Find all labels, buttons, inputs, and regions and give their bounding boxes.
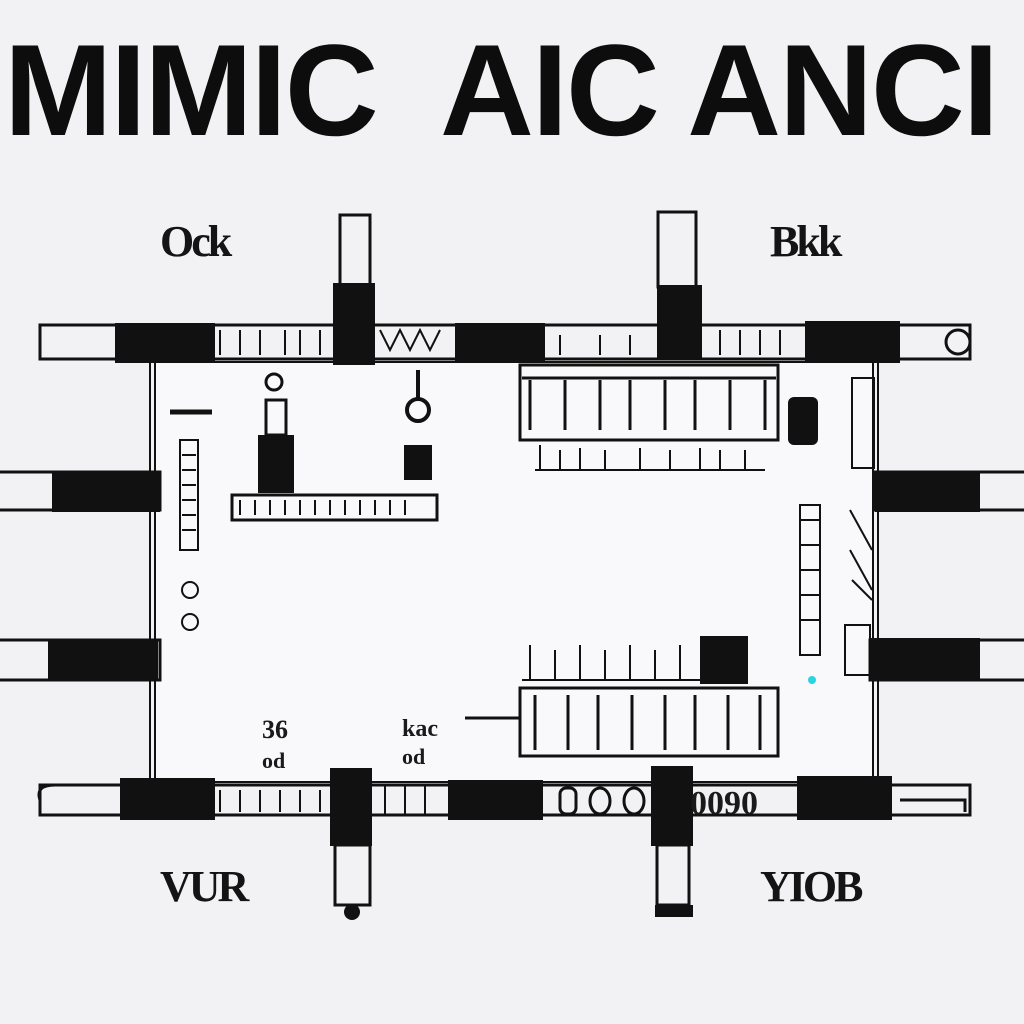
label-small-d: od: [402, 744, 425, 769]
controller-box: [700, 636, 748, 684]
bottom-connector-right-block: [651, 766, 693, 846]
status-indicator-dot: [808, 676, 816, 684]
bottom-connector-left-housing: [333, 843, 372, 907]
label-small-b: od: [262, 748, 285, 773]
tower-component-left: [258, 372, 294, 493]
bottom-bus-block-1: [120, 778, 215, 820]
terminal-block-upper-cells: [522, 376, 776, 430]
main-panel: [154, 361, 874, 783]
top-connector-right-housing: [656, 210, 698, 289]
terminal-block-upper: [518, 363, 780, 442]
top-bus-block-2: [455, 323, 545, 363]
bottom-connector-left-block: [330, 768, 372, 846]
top-bus-block-3: [805, 321, 900, 363]
label-small-a: 36: [262, 715, 288, 744]
top-connector-left-housing: [338, 213, 372, 287]
bottom-bus-left-hook: [37, 783, 115, 801]
relay-block: [788, 397, 818, 445]
component-shelf-ticks: [239, 500, 406, 515]
terminal-block-lower: [518, 686, 780, 758]
top-connector-left-block: [333, 283, 375, 365]
label-top-left: Ock: [160, 217, 232, 266]
top-bus-ticks: [219, 327, 781, 355]
terminal-block-lower-pins: [522, 645, 700, 681]
bus-code-label: 0090: [690, 785, 758, 822]
top-bus-block-1: [115, 323, 215, 363]
label-bottom-right: YIOB: [760, 862, 863, 911]
left-rail-upper-block: [52, 472, 160, 512]
right-rail-upper-block: [875, 472, 980, 512]
top-bus-end-cap: [944, 328, 972, 356]
diagram-title: MIMIC AIC ANCI: [0, 17, 1024, 163]
bottom-connector-left-foot: [344, 904, 360, 920]
top-connector-right-block: [657, 285, 702, 360]
component-shelf: [230, 493, 439, 522]
tower-component-right: [404, 370, 432, 480]
label-top-right: Bkk: [770, 217, 842, 266]
right-edge-components: [799, 377, 875, 676]
left-component-column: [170, 409, 212, 631]
bottom-bus-block-2: [448, 780, 543, 820]
title-part-2: AIC ANCI: [440, 17, 999, 163]
bottom-bus-block-3: [797, 776, 892, 820]
bus-code-digits-left: [558, 786, 646, 816]
bottom-bus-ticks: [219, 785, 426, 815]
terminal-block-lower-cells: [533, 695, 762, 750]
label-bottom-left: VUR: [160, 862, 249, 911]
bottom-connector-right-housing: [655, 843, 691, 907]
title-part-1: MIMIC: [4, 17, 379, 163]
label-small-c: kac: [402, 716, 438, 742]
bottom-connector-right-foot: [655, 905, 693, 917]
terminal-block-upper-pins: [535, 445, 765, 471]
right-rail-lower-block: [870, 638, 980, 680]
bottom-bus-right-end: [900, 798, 967, 812]
left-rail-lower-block: [48, 640, 158, 680]
